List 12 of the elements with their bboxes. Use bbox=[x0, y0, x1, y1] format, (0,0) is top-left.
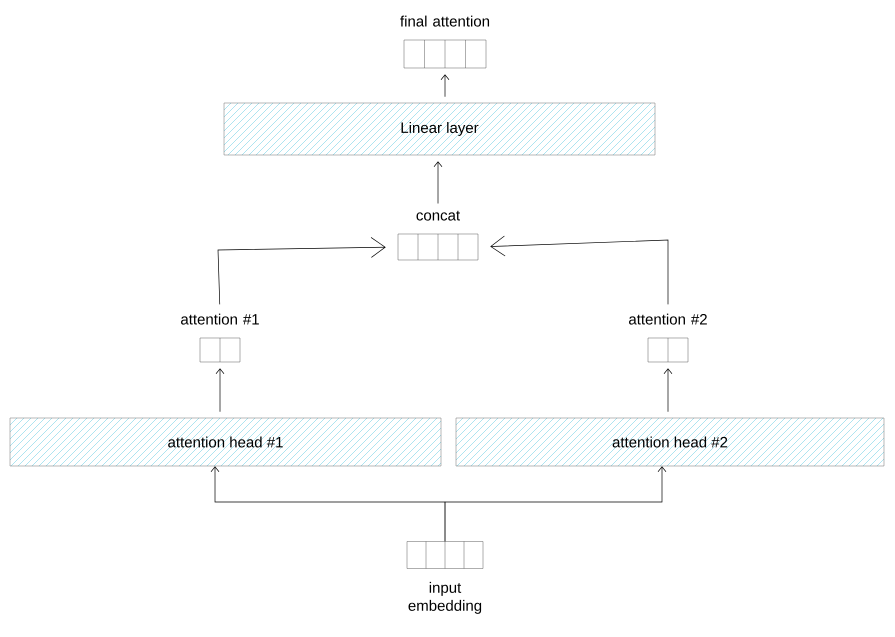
arrow bbox=[490, 236, 668, 305]
arrow bbox=[216, 368, 224, 412]
vector-label: attention #1 bbox=[181, 314, 259, 325]
vector-label: attention #2 bbox=[629, 314, 707, 325]
arrow bbox=[434, 161, 442, 204]
arrow bbox=[218, 237, 386, 305]
vector-label: final attention bbox=[400, 16, 490, 27]
arrow bbox=[664, 368, 672, 412]
arrow bbox=[444, 466, 666, 542]
vector-label: concat bbox=[416, 210, 460, 221]
arrow bbox=[440, 74, 450, 98]
vector-label: input embedding bbox=[408, 582, 482, 614]
